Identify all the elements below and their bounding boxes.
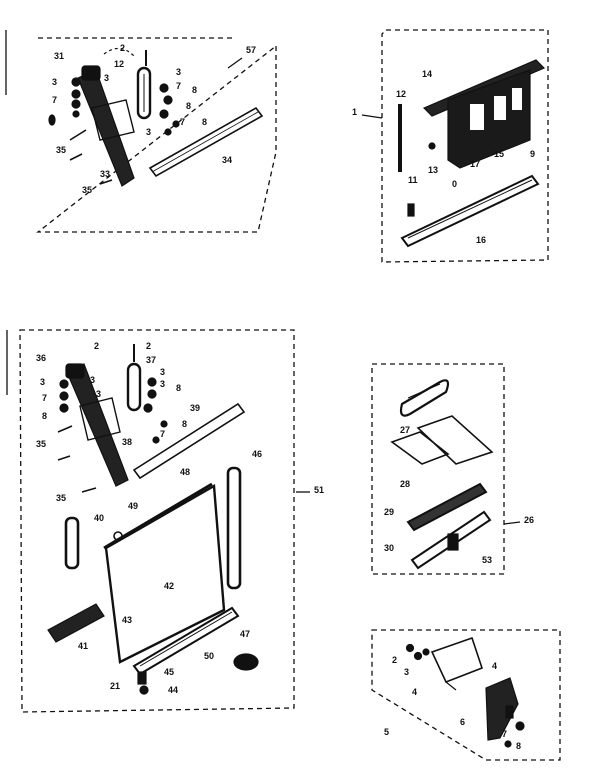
part-label: 28	[400, 479, 411, 489]
part-label: 41	[78, 641, 89, 651]
part-label: 3	[52, 77, 58, 87]
part-label: 3	[160, 367, 166, 377]
part-label: 15	[494, 149, 505, 159]
part-label: 45	[164, 667, 175, 677]
part-label: 49	[128, 501, 139, 511]
part-label: 3	[90, 375, 96, 385]
part-label: 48	[180, 467, 191, 477]
assembly-5-border	[371, 629, 561, 761]
part-label: 30	[384, 543, 395, 553]
part-label: 8	[186, 101, 192, 111]
leader-26	[503, 521, 521, 525]
part-label: 8	[202, 117, 208, 127]
part-label: 8	[42, 411, 48, 421]
assembly-51-parts	[47, 344, 259, 695]
assembly-57-parts	[48, 47, 264, 187]
part-label: 34	[222, 155, 233, 165]
assembly-26-border	[371, 363, 505, 575]
part-label: 46	[252, 449, 263, 459]
assembly-26-parts	[390, 379, 494, 570]
part-label: 2	[392, 655, 398, 665]
assembly-51-border	[19, 329, 295, 713]
part-label: 2	[146, 341, 152, 351]
part-label: 3	[96, 389, 102, 399]
part-label: 0	[452, 179, 458, 189]
part-label: 35	[36, 439, 47, 449]
part-label: 44	[168, 685, 179, 695]
part-label: 39	[190, 403, 201, 413]
part-label: 2	[120, 43, 126, 53]
part-label: 9	[530, 149, 536, 159]
part-label: 7	[52, 95, 58, 105]
part-label: 3	[146, 127, 152, 137]
part-label: 6	[460, 717, 466, 727]
assembly-51-ref: 51	[314, 485, 325, 495]
leader-57	[227, 57, 243, 69]
part-label: 7	[42, 393, 48, 403]
part-label: 8	[516, 741, 522, 751]
part-label: 29	[384, 507, 395, 517]
part-label: 53	[482, 555, 493, 565]
part-label: 40	[94, 513, 105, 523]
part-label: 47	[240, 629, 251, 639]
part-label: 38	[122, 437, 133, 447]
assembly-5-ref: 5	[384, 727, 390, 737]
part-label: 21	[110, 681, 121, 691]
part-label: 2	[94, 341, 100, 351]
assembly-1-border	[381, 29, 549, 263]
part-label: 12	[396, 89, 407, 99]
part-label: 35	[56, 145, 67, 155]
part-label: 3	[176, 67, 182, 77]
part-label: 4	[412, 687, 418, 697]
part-label: 36	[36, 353, 47, 363]
part-label: 7	[176, 81, 182, 91]
part-label: 50	[204, 651, 215, 661]
assembly-26-ref: 26	[524, 515, 535, 525]
part-label: 7	[160, 429, 166, 439]
part-label: 16	[476, 235, 487, 245]
part-label: 8	[192, 85, 198, 95]
part-label: 27	[400, 425, 411, 435]
part-label: 37	[146, 355, 157, 365]
part-label: 42	[164, 581, 175, 591]
part-label: 3	[104, 73, 110, 83]
part-label: 7	[180, 117, 186, 127]
part-label: 14	[422, 69, 433, 79]
assembly-1-ref: 1	[352, 107, 358, 117]
part-label: 35	[82, 185, 93, 195]
part-label: 8	[182, 419, 188, 429]
part-label: 3	[160, 379, 166, 389]
part-label: 33	[100, 169, 111, 179]
part-label: 8	[176, 383, 182, 393]
part-label: 4	[492, 661, 498, 671]
part-label: 11	[408, 175, 418, 185]
assembly-1-parts	[398, 59, 546, 248]
part-label: 35	[56, 493, 67, 503]
part-label: 43	[122, 615, 133, 625]
part-label: 3	[40, 377, 46, 387]
part-label: 3	[404, 667, 410, 677]
part-label: 7	[502, 729, 508, 739]
part-label: 13	[428, 165, 439, 175]
assembly-57-border	[36, 37, 277, 233]
assembly-57-ref: 57	[246, 45, 257, 55]
assembly-5-parts	[405, 636, 525, 748]
part-label: 12	[114, 59, 125, 69]
leader-1	[361, 114, 383, 119]
part-label: 31	[54, 51, 65, 61]
part-label: 17	[470, 159, 481, 169]
